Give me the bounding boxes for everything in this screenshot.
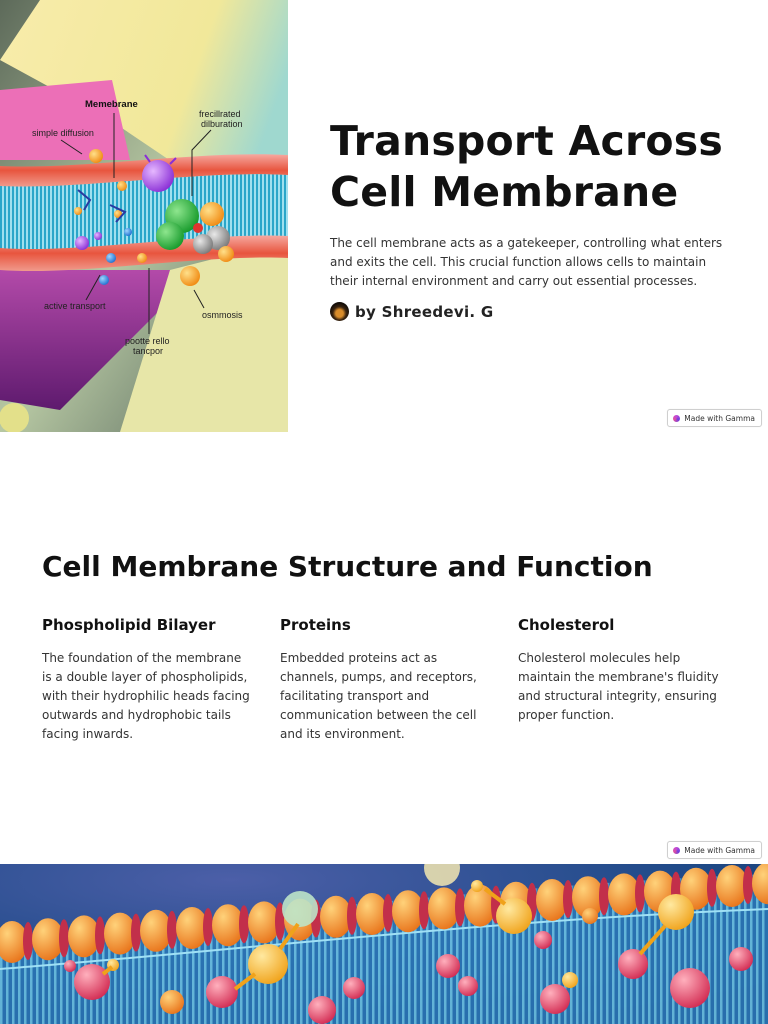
- lipid-link: [131, 913, 141, 952]
- page-title: Transport Across Cell Membrane: [330, 117, 723, 216]
- lipid-link: [599, 877, 609, 916]
- lipid-head-bead: [356, 893, 388, 935]
- lipid-head-bead: [536, 879, 568, 921]
- protein-cluster-icon: [156, 199, 234, 286]
- label-membrane: Memebrane: [85, 99, 138, 110]
- made-with-gamma-badge[interactable]: Made with Gamma: [667, 841, 762, 859]
- membrane-illustration: Memebrane simple diffusion frecillrated …: [0, 0, 288, 432]
- section-heading: Cell Membrane Structure and Function: [42, 550, 653, 583]
- membrane-image-slide: [0, 864, 768, 1024]
- lipid-head-bead: [32, 918, 64, 961]
- lipid-head-bead: [68, 915, 100, 958]
- label-simple-diffusion: simple diffusion: [32, 128, 94, 138]
- lipid-link: [347, 896, 357, 935]
- lipid-head-bead: [248, 901, 280, 944]
- lipid-head-bead: [392, 890, 424, 933]
- lipid-head-bead: [716, 865, 748, 907]
- lipid-head-bead: [464, 884, 496, 927]
- card-phospholipid-bilayer: Phospholipid Bilayer The foundation of t…: [42, 616, 254, 744]
- badge-label: Made with Gamma: [684, 845, 755, 855]
- gamma-logo-icon: [673, 846, 681, 854]
- card-cholesterol: Cholesterol Cholesterol molecules help m…: [518, 616, 730, 725]
- lipid-head-bead: [752, 864, 768, 905]
- label-pootte-2: tancpor: [133, 346, 163, 356]
- lipid-head-bead: [572, 876, 604, 919]
- card-title: Cholesterol: [518, 616, 615, 634]
- molecule-icon: [74, 149, 177, 285]
- lipid-link: [383, 894, 393, 932]
- label-facilitated: frecillrated: [199, 109, 241, 119]
- gamma-logo-icon: [673, 414, 681, 422]
- title-slide: Memebrane simple diffusion frecillrated …: [0, 0, 768, 432]
- lipid-head-bead: [608, 873, 640, 916]
- label-pootte: pootte rello: [125, 336, 170, 346]
- membrane-3d-image: [0, 864, 768, 1024]
- lipid-link: [743, 866, 753, 904]
- lipid-link: [455, 888, 465, 927]
- lipid-head-bead: [0, 921, 28, 963]
- lipid-head-bead: [140, 909, 172, 952]
- lipid-link: [635, 874, 645, 913]
- lipid-link: [239, 905, 249, 944]
- made-with-gamma-badge[interactable]: Made with Gamma: [667, 409, 762, 427]
- lipid-link: [59, 919, 69, 958]
- card-text: Cholesterol molecules help maintain the …: [518, 651, 719, 722]
- lipid-head-bead: [212, 904, 244, 947]
- badge-label: Made with Gamma: [684, 413, 755, 423]
- lipid-head-bead: [428, 887, 460, 930]
- lipid-head-bead: [176, 907, 208, 949]
- structure-slide: Cell Membrane Structure and Function Pho…: [0, 432, 768, 864]
- card-title: Phospholipid Bilayer: [42, 616, 216, 634]
- label-facilitated-2: dilburation: [201, 119, 243, 129]
- card-title: Proteins: [280, 616, 351, 634]
- lipid-link: [707, 868, 717, 907]
- lipid-head-bead: [320, 895, 352, 938]
- lipid-link: [419, 891, 429, 930]
- author-name: by Shreedevi. G: [355, 302, 494, 321]
- lipid-link: [563, 880, 573, 918]
- label-osmosis: osmmosis: [202, 310, 243, 320]
- intro-description: The cell membrane acts as a gatekeeper, …: [330, 236, 723, 288]
- author-byline: by Shreedevi. G: [330, 302, 494, 321]
- label-active-transport: active transport: [44, 301, 106, 311]
- lipid-head-bead: [104, 912, 136, 955]
- lipid-link: [95, 916, 105, 955]
- lipid-link: [203, 908, 213, 946]
- lipid-link: [23, 922, 33, 960]
- avatar: [330, 302, 349, 321]
- card-text: Embedded proteins act as channels, pumps…: [280, 651, 477, 741]
- lipid-link: [167, 910, 177, 949]
- card-text: The foundation of the membrane is a doub…: [42, 651, 250, 741]
- card-proteins: Proteins Embedded proteins act as channe…: [280, 616, 492, 744]
